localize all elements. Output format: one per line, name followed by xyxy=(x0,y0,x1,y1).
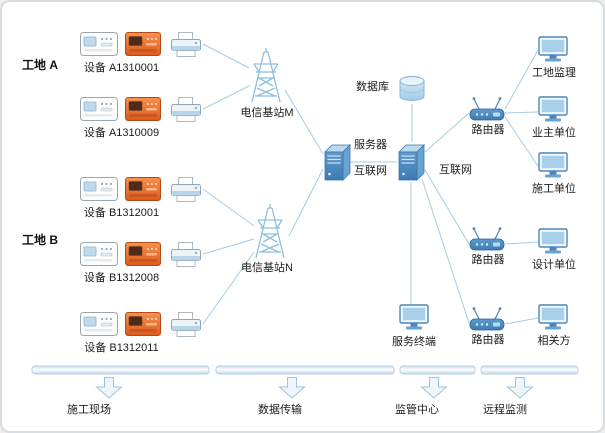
base-station-m-label: 电信基站M xyxy=(240,107,294,119)
printer-icon xyxy=(171,312,201,337)
stakeholder-label: 工地监理 xyxy=(532,67,576,79)
workstation-icon xyxy=(538,96,568,123)
meter-icon xyxy=(125,312,161,336)
workstation-icon xyxy=(538,36,568,63)
meter-icon xyxy=(125,32,161,56)
internet-label: 互联网 xyxy=(439,164,472,176)
device-label: 设备 B1312001 xyxy=(83,207,160,219)
device-label: 设备 B1312008 xyxy=(83,272,160,284)
service-terminal-label: 服务终端 xyxy=(392,336,436,348)
printer-icon xyxy=(171,177,201,202)
stakeholder-label: 设计单位 xyxy=(532,259,576,271)
router-label: 路由器 xyxy=(471,254,505,266)
pipeline-bar xyxy=(215,365,395,375)
down-arrow-icon xyxy=(96,377,122,399)
stage-label: 监管中心 xyxy=(395,404,439,416)
device-label: 设备 A1310001 xyxy=(83,62,160,74)
stakeholder-label: 施工单位 xyxy=(532,183,576,195)
data-logger-icon xyxy=(80,312,118,336)
stage-label: 数据传输 xyxy=(258,404,302,416)
down-arrow-icon xyxy=(507,377,533,399)
pipeline-bar xyxy=(399,365,476,375)
meter-icon xyxy=(125,97,161,121)
data-logger-icon xyxy=(80,97,118,121)
printer-icon xyxy=(171,97,201,122)
meter-icon xyxy=(125,242,161,266)
pipeline-bar xyxy=(31,365,210,375)
data-logger-icon xyxy=(80,177,118,201)
server-icon xyxy=(324,144,351,181)
site-a-label: 工地 A xyxy=(22,58,59,72)
workstation-icon xyxy=(538,304,568,331)
meter-icon xyxy=(125,177,161,201)
database-icon xyxy=(399,76,425,101)
workstation-icon xyxy=(538,228,568,255)
pipeline-bar xyxy=(480,365,579,375)
router-icon xyxy=(469,306,505,331)
base-station-n-label: 电信基站N xyxy=(241,262,293,274)
stage-label: 施工现场 xyxy=(67,404,111,416)
service-terminal-icon xyxy=(399,304,429,331)
internet-label: 互联网 xyxy=(354,165,387,177)
database-label: 数据库 xyxy=(356,81,389,93)
router-icon xyxy=(469,226,505,251)
printer-icon xyxy=(171,32,201,57)
site-b-label: 工地 B xyxy=(22,233,59,247)
stage-label: 远程监测 xyxy=(483,404,527,416)
device-label: 设备 B1312011 xyxy=(84,342,159,354)
router-icon xyxy=(469,96,505,121)
server-label: 服务器 xyxy=(354,139,387,151)
printer-icon xyxy=(171,242,201,267)
device-label: 设备 A1310009 xyxy=(83,127,160,139)
telecom-tower-n-icon xyxy=(255,204,285,259)
data-logger-icon xyxy=(80,242,118,266)
telecom-tower-m-icon xyxy=(251,48,281,103)
data-logger-icon xyxy=(80,32,118,56)
workstation-icon xyxy=(538,152,568,179)
down-arrow-icon xyxy=(279,377,305,399)
stakeholder-label: 相关方 xyxy=(537,335,571,347)
router-label: 路由器 xyxy=(471,124,505,136)
connection-lines xyxy=(202,43,539,325)
down-arrow-icon xyxy=(421,377,447,399)
router-label: 路由器 xyxy=(471,334,505,346)
stakeholder-label: 业主单位 xyxy=(532,127,576,139)
